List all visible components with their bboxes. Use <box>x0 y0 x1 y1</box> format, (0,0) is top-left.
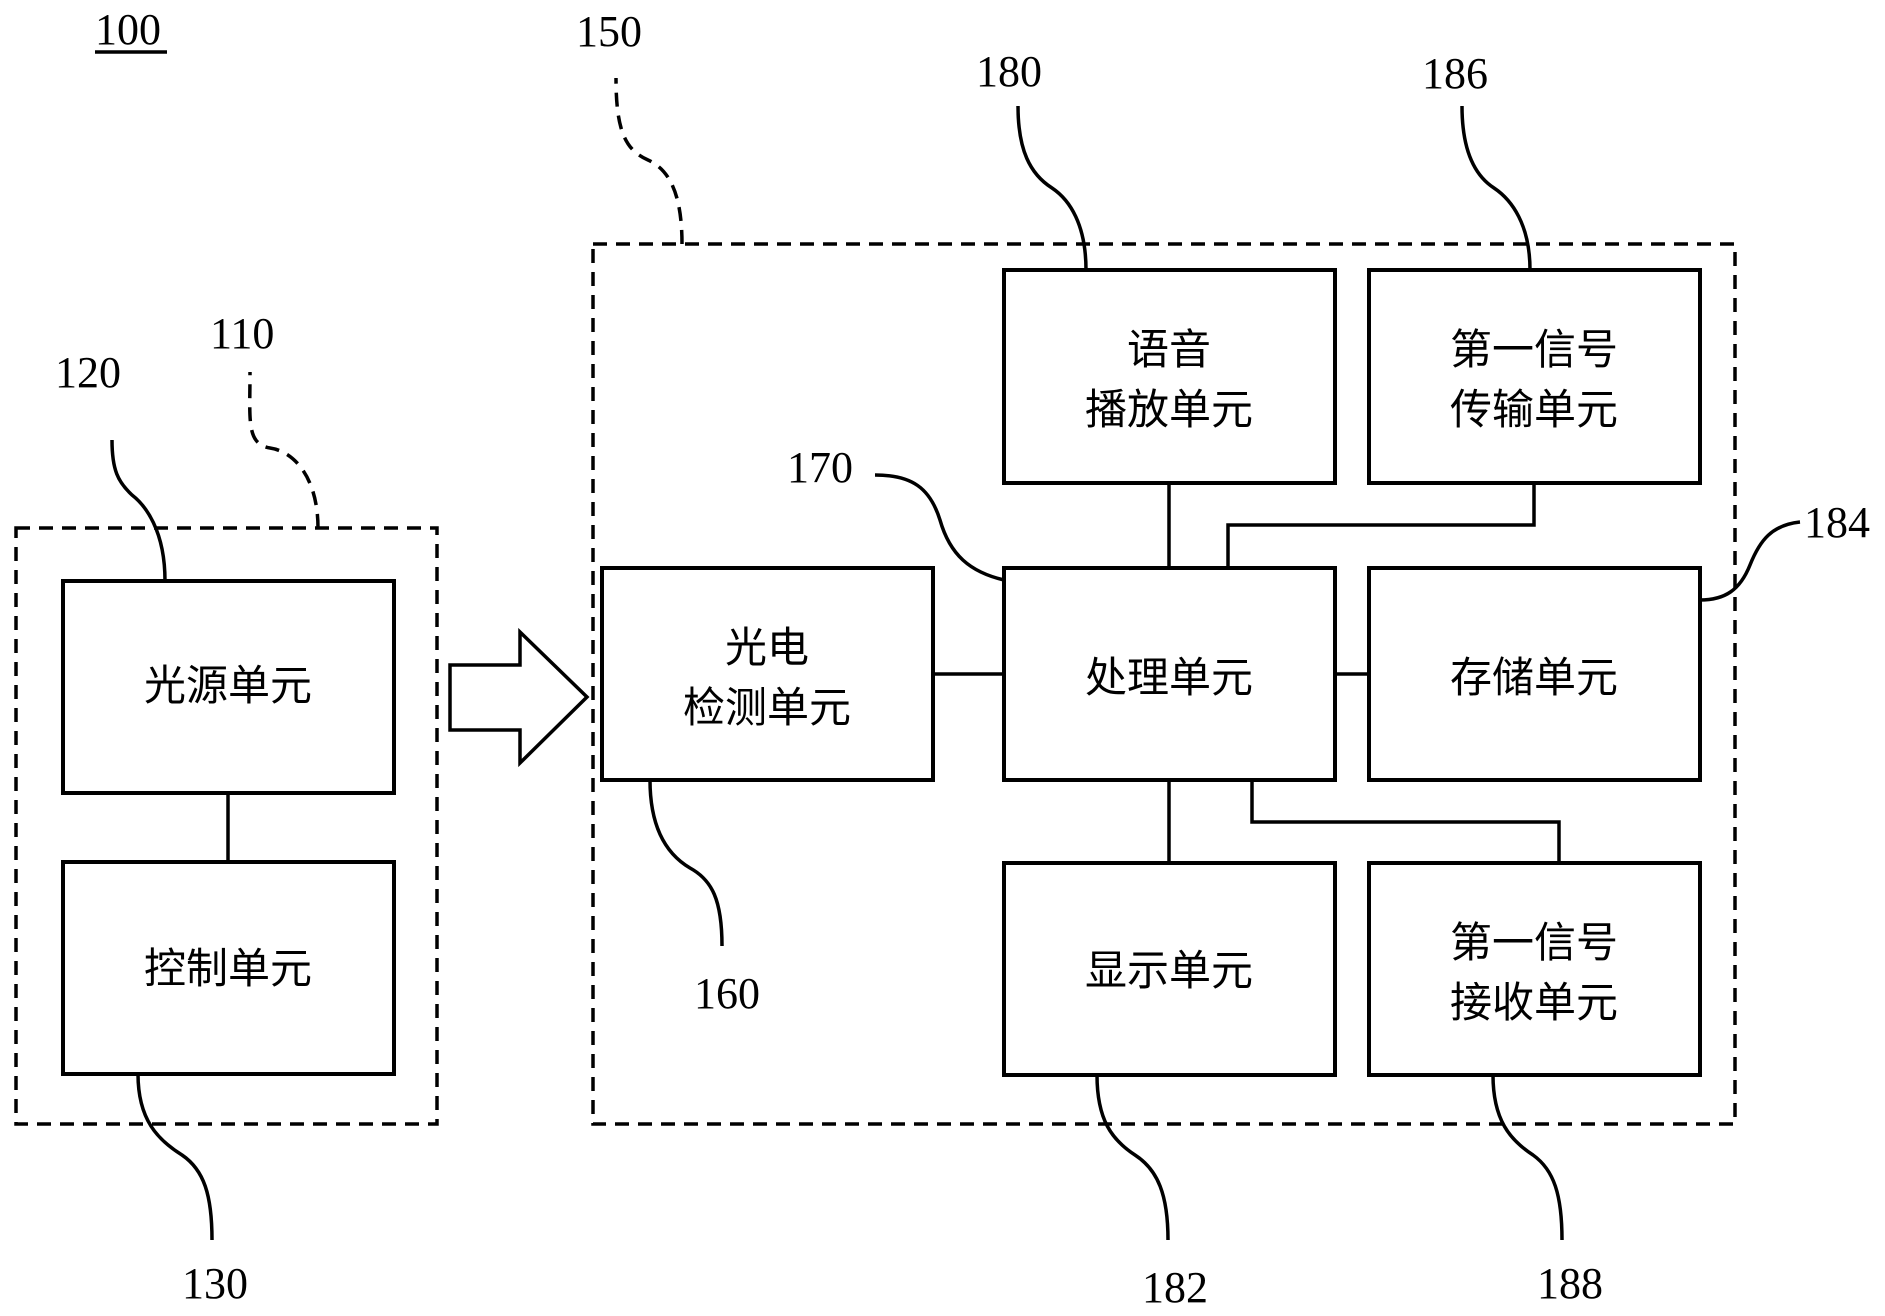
leader-184 <box>1700 522 1800 600</box>
ref-188: 188 <box>1537 1259 1603 1308</box>
transfer-arrow <box>450 632 587 763</box>
signal-receiving-label-line1: 第一信号 <box>1450 918 1618 967</box>
ref-184: 184 <box>1804 498 1870 547</box>
voice-playback-label-line1: 语音 <box>1127 325 1211 374</box>
voice-playback-label-line2: 播放单元 <box>1085 385 1253 434</box>
leader-182 <box>1097 1075 1168 1240</box>
leader-170 <box>875 475 1004 580</box>
ref-120: 120 <box>55 348 121 397</box>
photoelectric-detection-label-line1: 光电 <box>725 623 809 672</box>
ref-182: 182 <box>1142 1263 1208 1312</box>
leader-188 <box>1493 1075 1562 1240</box>
signal-transmission-label-line2: 传输单元 <box>1450 385 1618 434</box>
ref-160: 160 <box>694 969 760 1018</box>
control-unit-label: 控制单元 <box>144 944 312 993</box>
connector-transmission-processing <box>1228 483 1534 568</box>
ref-110: 110 <box>210 309 274 358</box>
ref-170: 170 <box>787 443 853 492</box>
figure-number: 100 <box>95 5 161 54</box>
signal-receiving-unit-box <box>1369 863 1700 1075</box>
voice-playback-unit-box <box>1004 270 1335 483</box>
display-unit-label: 显示单元 <box>1085 946 1253 995</box>
photoelectric-detection-unit-box <box>602 568 933 780</box>
leader-110 <box>250 372 318 528</box>
leader-160 <box>650 780 722 946</box>
ref-186: 186 <box>1422 49 1488 98</box>
processing-unit-label: 处理单元 <box>1085 653 1253 702</box>
ref-130: 130 <box>182 1259 248 1308</box>
light-source-unit-label: 光源单元 <box>144 661 312 710</box>
leader-130 <box>138 1074 212 1240</box>
signal-transmission-unit-box <box>1369 270 1700 483</box>
storage-unit-label: 存储单元 <box>1450 653 1618 702</box>
ref-150: 150 <box>576 7 642 56</box>
leader-150 <box>616 78 682 244</box>
photoelectric-detection-label-line2: 检测单元 <box>683 683 851 732</box>
leader-180 <box>1018 106 1086 270</box>
signal-receiving-label-line2: 接收单元 <box>1450 978 1618 1027</box>
ref-180: 180 <box>976 47 1042 96</box>
connector-processing-receiving <box>1252 780 1559 863</box>
signal-transmission-label-line1: 第一信号 <box>1450 325 1618 374</box>
leader-120 <box>112 440 165 581</box>
